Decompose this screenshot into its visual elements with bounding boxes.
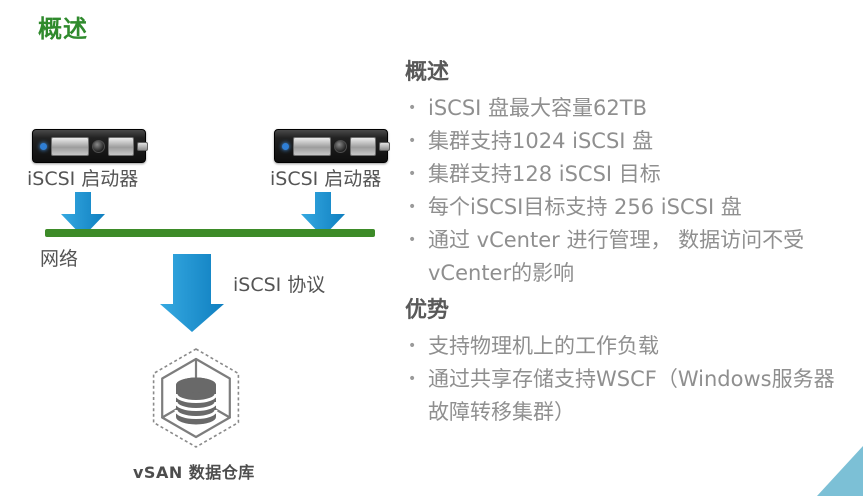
server-drive-tray-icon: [51, 136, 89, 156]
bullet-text: 集群支持128 iSCSI 目标: [428, 162, 661, 186]
bullet-text: 集群支持1024 iSCSI 盘: [428, 129, 654, 153]
content-panel: 概述 • iSCSI 盘最大容量62TB • 集群支持1024 iSCSI 盘 …: [405, 58, 855, 435]
list-item: • 通过共享存储支持WSCF（Windows服务器故障转移集群）: [405, 363, 855, 429]
page-title: 概述: [38, 15, 88, 43]
network-label: 网络: [40, 248, 79, 270]
protocol-label: iSCSI 协议: [233, 274, 326, 296]
corner-triangle-decoration: [817, 446, 863, 496]
server-port-icon: [379, 141, 390, 151]
server-knob-icon: [334, 139, 347, 153]
bullet-icon: •: [408, 199, 417, 215]
server-led-icon: [282, 142, 289, 150]
bullet-icon: •: [408, 338, 417, 354]
server-icon: [32, 129, 148, 163]
initiator-label: iSCSI 启动器: [270, 168, 382, 190]
datastore-label: vSAN 数据仓库: [133, 463, 255, 482]
list-item: • 集群支持128 iSCSI 目标: [405, 158, 855, 191]
list-item: • 支持物理机上的工作负载: [405, 330, 855, 363]
bullet-text: 通过共享存储支持WSCF（Windows服务器故障转移集群）: [428, 367, 835, 424]
server-drive-tray-icon: [108, 136, 134, 156]
vsan-datastore-icon: [152, 348, 240, 448]
arrow-down-icon: [160, 254, 224, 332]
overview-list: • iSCSI 盘最大容量62TB • 集群支持1024 iSCSI 盘 • 集…: [405, 92, 855, 290]
server-port-icon: [137, 141, 148, 151]
server-knob-icon: [92, 139, 105, 153]
bullet-text: 支持物理机上的工作负载: [428, 334, 659, 358]
server-led-icon: [40, 142, 47, 150]
list-item: • 每个iSCSI目标支持 256 iSCSI 盘: [405, 191, 855, 224]
server-icon: [274, 129, 390, 163]
list-item: • 通过 vCenter 进行管理， 数据访问不受vCenter的影响: [405, 224, 855, 290]
bullet-icon: •: [408, 100, 417, 116]
bullet-text: 通过 vCenter 进行管理， 数据访问不受vCenter的影响: [428, 228, 805, 285]
bullet-icon: •: [408, 232, 417, 248]
network-bar: [45, 229, 375, 237]
server-drive-tray-icon: [350, 136, 376, 156]
bullet-icon: •: [408, 133, 417, 149]
list-item: • iSCSI 盘最大容量62TB: [405, 92, 855, 125]
section-heading-overview: 概述: [405, 60, 450, 85]
bullet-text: iSCSI 盘最大容量62TB: [428, 96, 647, 120]
bullet-text: 每个iSCSI目标支持 256 iSCSI 盘: [428, 195, 742, 219]
bullet-icon: •: [408, 166, 417, 182]
arrow-down-icon: [301, 192, 345, 237]
list-item: • 集群支持1024 iSCSI 盘: [405, 125, 855, 158]
section-heading-advantages: 优势: [405, 298, 450, 323]
server-drive-tray-icon: [293, 136, 331, 156]
advantages-list: • 支持物理机上的工作负载 • 通过共享存储支持WSCF（Windows服务器故…: [405, 330, 855, 429]
arrow-down-icon: [61, 192, 105, 237]
bullet-icon: •: [408, 371, 417, 387]
initiator-label: iSCSI 启动器: [27, 168, 139, 190]
